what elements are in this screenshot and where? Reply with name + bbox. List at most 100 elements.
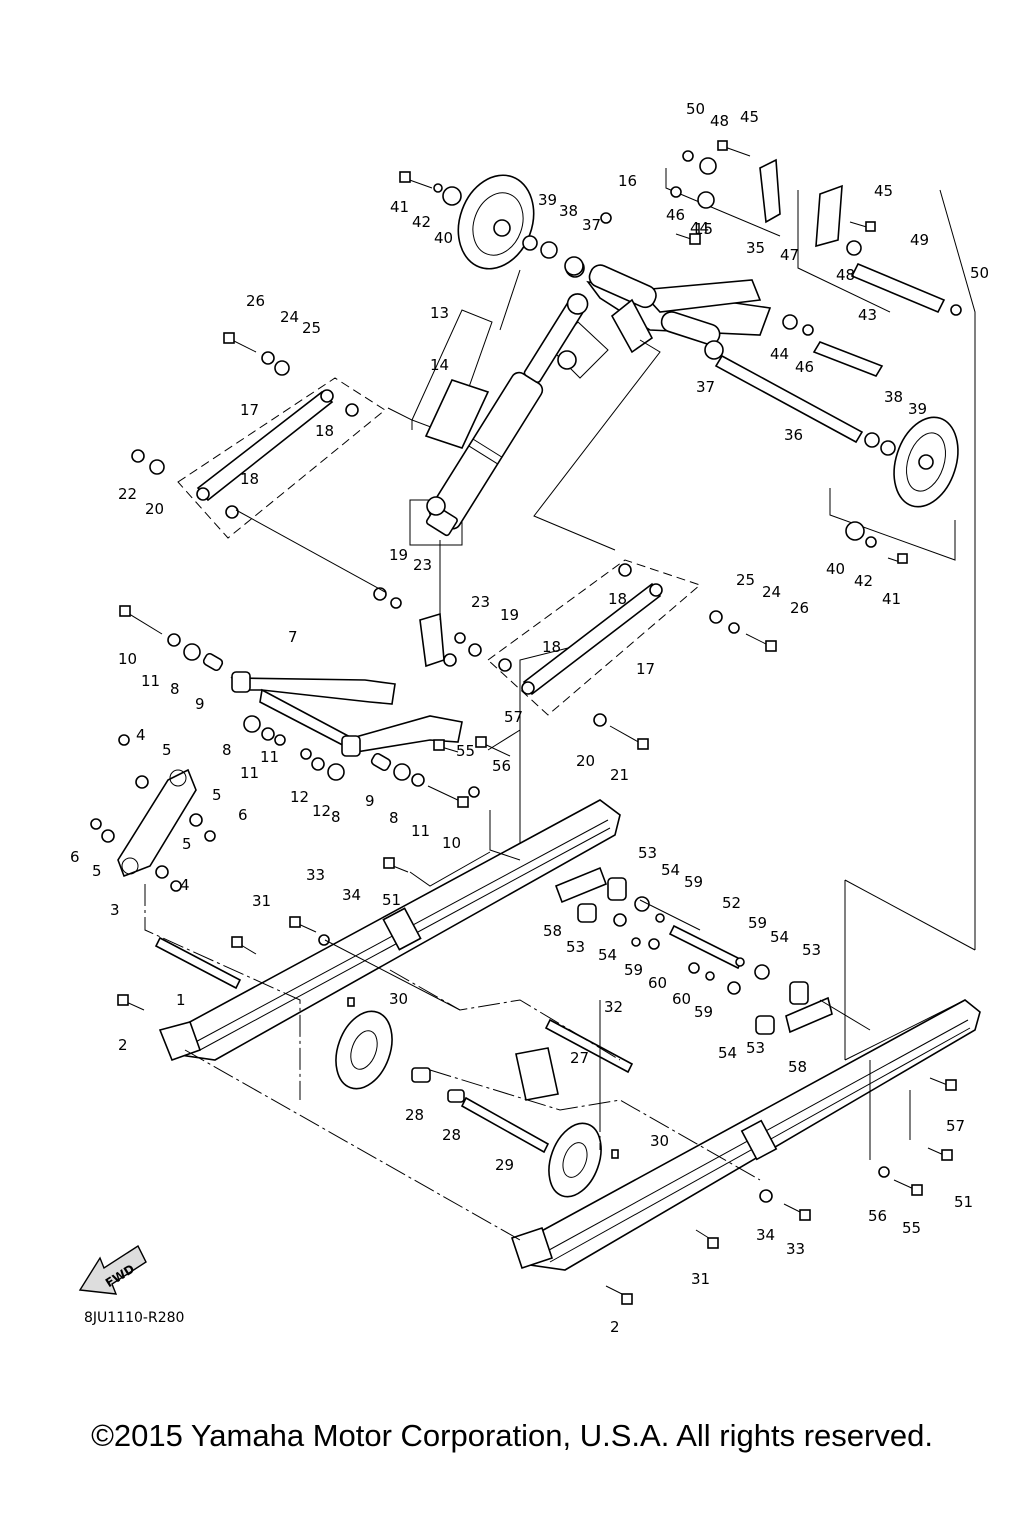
callout-57: 57	[504, 708, 523, 726]
copyright-notice: ©2015 Yamaha Motor Corporation, U.S.A. A…	[91, 1418, 933, 1453]
callout-50: 50	[686, 100, 705, 118]
callout-26: 26	[790, 599, 809, 617]
callout-37: 37	[696, 378, 715, 396]
callout-1: 1	[176, 991, 186, 1009]
pivot-arm-fasteners	[119, 605, 511, 808]
callout-8: 8	[222, 741, 232, 759]
callout-8: 8	[331, 808, 341, 826]
callout-51: 51	[954, 1193, 973, 1211]
callout-20: 20	[576, 752, 595, 770]
callout-11: 11	[411, 822, 430, 840]
callout-9: 9	[195, 695, 205, 713]
callout-22: 22	[118, 485, 137, 503]
callout-47: 47	[780, 246, 799, 264]
callout-51: 51	[382, 891, 401, 909]
callout-3: 3	[110, 901, 120, 919]
fasteners-upper	[131, 140, 962, 750]
callout-25: 25	[736, 571, 755, 589]
leader-lines	[144, 269, 976, 1241]
callout-11: 11	[141, 672, 160, 690]
callout-4: 4	[136, 726, 146, 744]
callout-25: 25	[302, 319, 321, 337]
callout-56: 56	[492, 757, 511, 775]
callout-53: 53	[566, 938, 585, 956]
callout-46: 46	[795, 358, 814, 376]
callout-42: 42	[412, 213, 431, 231]
callout-31: 31	[252, 892, 271, 910]
callout-8: 8	[170, 680, 180, 698]
callout-43: 43	[858, 306, 877, 324]
callout-53: 53	[802, 941, 821, 959]
callout-33: 33	[306, 866, 325, 884]
callout-14: 14	[430, 356, 449, 374]
callout-54: 54	[598, 946, 617, 964]
callout-7: 7	[288, 628, 298, 646]
callout-31: 31	[691, 1270, 710, 1288]
callout-29: 29	[495, 1156, 514, 1174]
callout-30: 30	[389, 990, 408, 1008]
callout-49: 49	[910, 231, 929, 249]
callout-41: 41	[390, 198, 409, 216]
callout-24: 24	[280, 308, 299, 326]
parts-diagram: FWD 122344555566788889910101111111112121…	[70, 100, 989, 1336]
callout-18: 18	[240, 470, 259, 488]
stopper-parts	[117, 857, 957, 1305]
callout-54: 54	[770, 928, 789, 946]
callout-40: 40	[434, 229, 453, 247]
upper-idler-wheel-left	[433, 174, 584, 276]
callout-12: 12	[290, 788, 309, 806]
callout-41: 41	[882, 590, 901, 608]
callout-8: 8	[389, 809, 399, 827]
callout-11: 11	[260, 748, 279, 766]
callout-20: 20	[145, 500, 164, 518]
callout-9: 9	[365, 792, 375, 810]
callout-34: 34	[756, 1226, 775, 1244]
callout-26: 26	[246, 292, 265, 310]
link-right	[498, 563, 663, 696]
callout-13: 13	[430, 304, 449, 322]
callout-60: 60	[648, 974, 667, 992]
callout-11: 11	[240, 764, 259, 782]
callout-23: 23	[471, 593, 490, 611]
callout-19: 19	[500, 606, 519, 624]
callout-16: 16	[618, 172, 637, 190]
callout-38: 38	[884, 388, 903, 406]
callout-6: 6	[238, 806, 248, 824]
rear-shock-absorber	[425, 293, 589, 537]
callout-5: 5	[182, 835, 192, 853]
callout-59: 59	[684, 873, 703, 891]
callout-6: 6	[70, 848, 80, 866]
callout-27: 27	[570, 1049, 589, 1067]
callout-60: 60	[672, 990, 691, 1008]
callout-4: 4	[180, 876, 190, 894]
fwd-arrow-icon: FWD	[78, 1244, 147, 1295]
callout-50: 50	[970, 264, 989, 282]
callout-58: 58	[543, 922, 562, 940]
callout-36: 36	[784, 426, 803, 444]
callout-5: 5	[162, 741, 172, 759]
upper-idler-wheel-right	[845, 416, 959, 548]
callout-44: 44	[690, 219, 709, 237]
callout-37: 37	[582, 216, 601, 234]
callout-55: 55	[456, 742, 475, 760]
callout-17: 17	[240, 401, 259, 419]
drawing-code: 8JU1110-R280	[84, 1310, 185, 1326]
callout-52: 52	[722, 894, 741, 912]
callout-53: 53	[746, 1039, 765, 1057]
stopper-bracket	[90, 734, 216, 892]
link-left	[196, 389, 359, 519]
callout-18: 18	[542, 638, 561, 656]
callout-45: 45	[740, 108, 759, 126]
callout-15: 15	[694, 220, 713, 238]
callout-28: 28	[405, 1106, 424, 1124]
callout-42: 42	[854, 572, 873, 590]
callout-23: 23	[413, 556, 432, 574]
callout-39: 39	[908, 400, 927, 418]
callout-48: 48	[710, 112, 729, 130]
callout-10: 10	[442, 834, 461, 852]
callout-45: 45	[874, 182, 893, 200]
callout-30: 30	[650, 1132, 669, 1150]
callout-35: 35	[746, 239, 765, 257]
callout-54: 54	[661, 861, 680, 879]
callout-53: 53	[638, 844, 657, 862]
